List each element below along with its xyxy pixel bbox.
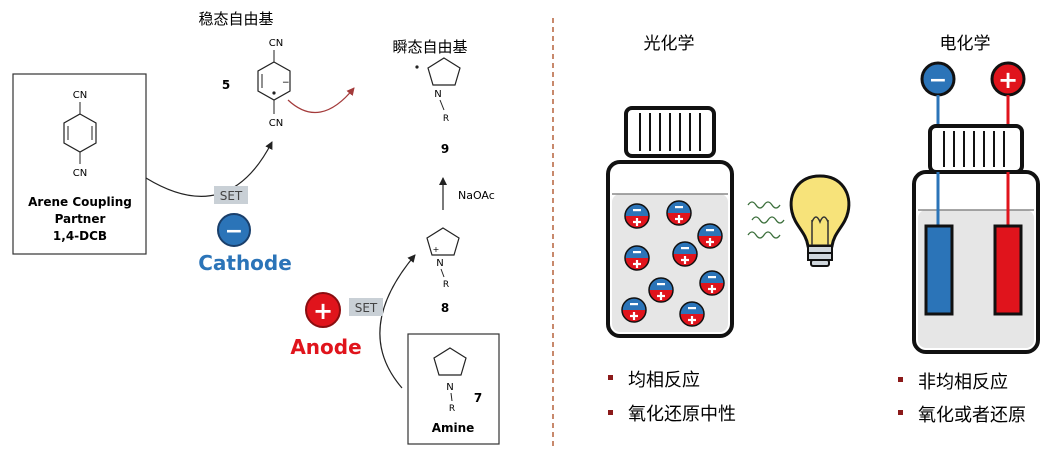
amine-name: Amine <box>432 421 475 435</box>
light-wave-icon <box>747 201 785 239</box>
compound-9: N R 9 <box>415 57 461 156</box>
set-cathode-label: SET <box>220 189 243 203</box>
amine-box: N R 7 Amine <box>407 333 500 445</box>
compound-9-number: 9 <box>441 142 449 156</box>
particle <box>697 223 723 249</box>
reduction-arrow <box>145 141 273 197</box>
minus-terminal-icon: − <box>920 61 956 97</box>
transient-radical-label: 瞬态自由基 <box>392 38 467 56</box>
light-bulb-icon <box>789 174 851 267</box>
set-badge-cathode: SET <box>214 186 248 204</box>
photochem-bullet-2: 氧化还原中性 <box>628 404 736 425</box>
particle <box>621 297 647 323</box>
coupling-arrow <box>287 87 355 114</box>
compound-5-number: 5 <box>222 78 230 92</box>
compound-9-n: N <box>434 89 441 100</box>
arene-partner-box: CN CN Arene Coupling Partner 1,4-DCB <box>12 73 147 255</box>
photochem-particles <box>621 200 725 327</box>
particle <box>624 203 650 229</box>
cathode-label: Cathode <box>198 251 292 275</box>
particle <box>666 200 692 226</box>
particle <box>679 301 705 327</box>
arene-title-line3: 1,4-DCB <box>53 229 107 243</box>
electrochem-bullet-1: 非均相反应 <box>918 372 1008 393</box>
arene-title-line2: Partner <box>55 212 106 226</box>
photochem-bullet-list: 均相反应 氧化还原中性 <box>608 370 736 425</box>
compound-5: CN − CN 5 <box>222 38 291 129</box>
anode-plus-icon: + <box>305 292 341 328</box>
compound-9-r: R <box>443 114 449 124</box>
cathode-minus-icon: − <box>217 213 251 247</box>
plus-terminal-icon: + <box>990 61 1026 97</box>
anode-label: Anode <box>290 335 361 359</box>
benzene-ring <box>63 113 97 153</box>
arene-title-line1: Arene Coupling <box>28 195 132 209</box>
svg-text:−: − <box>282 78 290 88</box>
electrochem-bullet-list: 非均相反应 氧化或者还原 <box>898 372 1026 426</box>
compound-5-cn-top: CN <box>269 38 283 49</box>
terminal-plus-symbol: + <box>998 66 1018 94</box>
compound-8: + N R 8 <box>426 227 460 315</box>
compound-8-n: N <box>436 258 443 269</box>
arene-cn-bottom: CN <box>73 168 87 179</box>
anode-electrode <box>993 224 1023 316</box>
particle <box>648 277 674 303</box>
stable-radical-label: 稳态自由基 <box>198 10 273 28</box>
compound-8-charge: + <box>433 245 440 254</box>
electrochem-title: 电化学 <box>940 34 991 54</box>
set-anode-label: SET <box>355 301 378 315</box>
naoac-label: NaOAc <box>458 189 495 202</box>
particle <box>624 245 650 271</box>
set-badge-anode: SET <box>349 298 383 316</box>
amine-r: R <box>449 404 455 414</box>
electrochem-bullet-2: 氧化或者还原 <box>918 405 1026 426</box>
particle <box>672 241 698 267</box>
compound-8-number: 8 <box>441 301 449 315</box>
compound-5-cn-bottom: CN <box>269 118 283 129</box>
anode-plus-symbol: + <box>313 297 333 325</box>
terminal-minus-symbol: − <box>929 68 947 93</box>
cathode-electrode <box>924 224 954 316</box>
oxidation-arrow <box>379 254 416 389</box>
cathode-minus-symbol: − <box>225 219 243 244</box>
particle <box>699 270 725 296</box>
amine-n: N <box>446 382 453 393</box>
arene-cn-top: CN <box>73 90 87 101</box>
compound-7-number: 7 <box>474 391 482 405</box>
photochem-bullet-1: 均相反应 <box>628 370 700 391</box>
photochem-title: 光化学 <box>644 34 695 54</box>
compound-8-r: R <box>443 280 449 290</box>
